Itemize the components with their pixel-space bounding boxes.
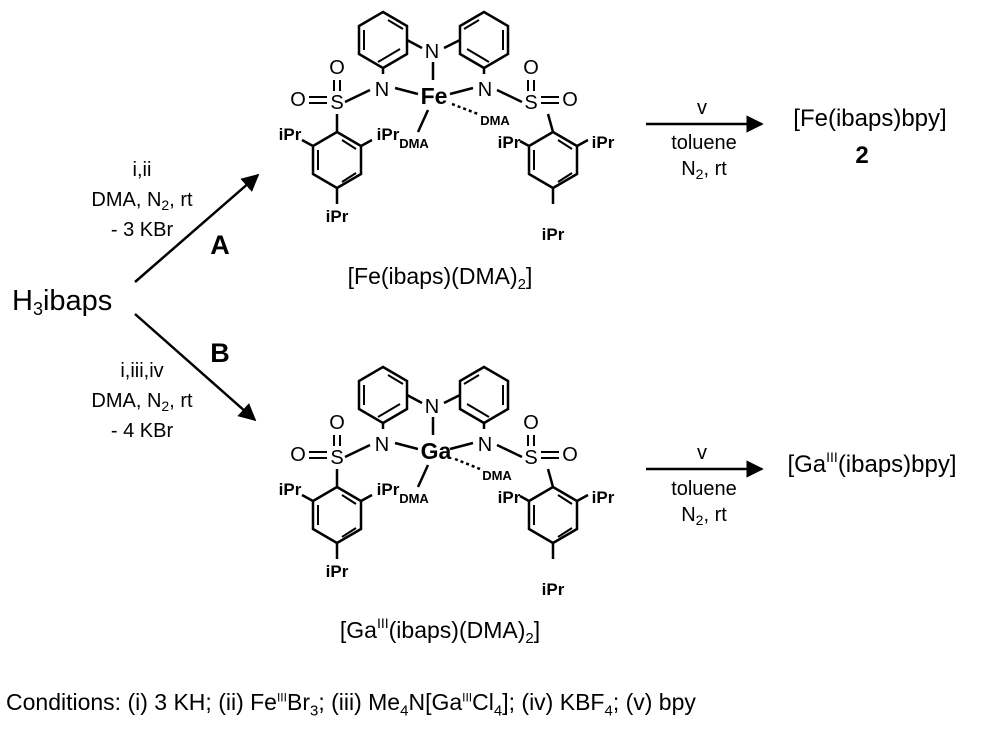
left-triisopropylphenyl-ring <box>311 130 363 190</box>
conditions-footnote: Conditions: (i) 3 KH; (ii) FeIIIBr3; (ii… <box>6 689 696 720</box>
ipr-label: iPr <box>377 125 400 144</box>
right-sulfur: S <box>524 92 537 114</box>
left-sulfonyl-o-side: O <box>290 444 306 466</box>
ipr-label: iPr <box>326 207 349 226</box>
left-sulfonyl-o-top: O <box>329 412 345 434</box>
ga-complex-caption: [GaIII(ibaps)(DMA)2] <box>340 615 540 647</box>
dma-ligand-2: DMA <box>480 113 510 128</box>
ipr-label: iPr <box>279 480 302 499</box>
route-b-conditions: i,iii,iv DMA, N2, rt - 4 KBr B <box>91 338 229 442</box>
fe-step-atmosphere: N2, rt <box>681 158 727 182</box>
left-sulfonamide-n: N <box>375 79 389 101</box>
amine-n-label: N <box>425 396 439 418</box>
route-a-conditions: i,ii DMA, N2, rt - 3 KBr A <box>91 159 229 260</box>
ga-step-v: v toluene N2, rt [GaIII(ibaps)bpy] <box>646 442 957 528</box>
right-sulfur: S <box>524 447 537 469</box>
left-sulfonamide-n: N <box>375 434 389 456</box>
left-sulfur: S <box>330 447 343 469</box>
fe-product: [Fe(ibaps)bpy] <box>793 105 946 132</box>
ipr-label: iPr <box>542 580 565 599</box>
dma-ligand-1: DMA <box>399 491 429 506</box>
fe-step-reagent: v <box>697 97 707 119</box>
left-triisopropylphenyl-ring <box>311 485 363 545</box>
ga-complex-structure: N N N Ga DMA DMA S O O <box>279 365 615 599</box>
route-b-label: B <box>210 338 230 368</box>
route-a-cond-3: - 3 KBr <box>111 219 174 241</box>
route-a-cond-1: i,ii <box>133 159 152 181</box>
ipr-label: iPr <box>542 225 565 244</box>
ipr-label: iPr <box>498 133 521 152</box>
dma-ligand-2: DMA <box>482 468 512 483</box>
right-sulfonyl-o-top: O <box>523 412 539 434</box>
right-sulfonyl-o-top: O <box>523 57 539 79</box>
ipr-label: iPr <box>498 488 521 507</box>
ipr-label: iPr <box>279 125 302 144</box>
fe-step-solvent: toluene <box>671 132 737 154</box>
route-b-cond-1: i,iii,iv <box>120 360 163 382</box>
right-sulfonamide-n: N <box>478 434 492 456</box>
right-triisopropylphenyl-ring <box>527 485 579 545</box>
right-sulfonyl-o-side: O <box>562 89 578 111</box>
left-sulfur: S <box>330 92 343 114</box>
left-sulfonyl-o-top: O <box>329 57 345 79</box>
ipr-label: iPr <box>592 488 615 507</box>
right-sulfonyl-o-side: O <box>562 444 578 466</box>
fe-complex-structure: N N N Fe <box>279 10 615 244</box>
route-b-arrow <box>134 313 257 422</box>
fe-step-v: v toluene N2, rt [Fe(ibaps)bpy] 2 <box>646 97 947 182</box>
left-sulfonyl-o-side: O <box>290 89 306 111</box>
right-sulfonamide-n: N <box>478 79 492 101</box>
dma-ligand-1: DMA <box>399 136 429 151</box>
ga-step-atmosphere: N2, rt <box>681 504 727 528</box>
route-b-cond-3: - 4 KBr <box>111 420 174 442</box>
ipr-label: iPr <box>326 562 349 581</box>
amine-n-label: N <box>425 41 439 63</box>
ga-product: [GaIII(ibaps)bpy] <box>787 449 956 478</box>
ipr-label: iPr <box>377 480 400 499</box>
right-triisopropylphenyl-ring <box>527 130 579 190</box>
route-a-cond-2: DMA, N2, rt <box>91 189 193 213</box>
ga-step-reagent: v <box>697 442 707 464</box>
route-a-label: A <box>210 230 230 260</box>
fe-product-number: 2 <box>855 142 868 169</box>
route-a-arrow <box>134 173 260 283</box>
ga-metal-center: Ga <box>421 438 452 464</box>
fe-complex-caption: [Fe(ibaps)(DMA)2] <box>348 263 533 293</box>
fe-metal-center: Fe <box>421 83 448 109</box>
route-b-cond-2: DMA, N2, rt <box>91 390 193 414</box>
ipr-label: iPr <box>592 133 615 152</box>
ga-step-solvent: toluene <box>671 478 737 500</box>
start-material-label: H3ibaps <box>12 285 112 319</box>
